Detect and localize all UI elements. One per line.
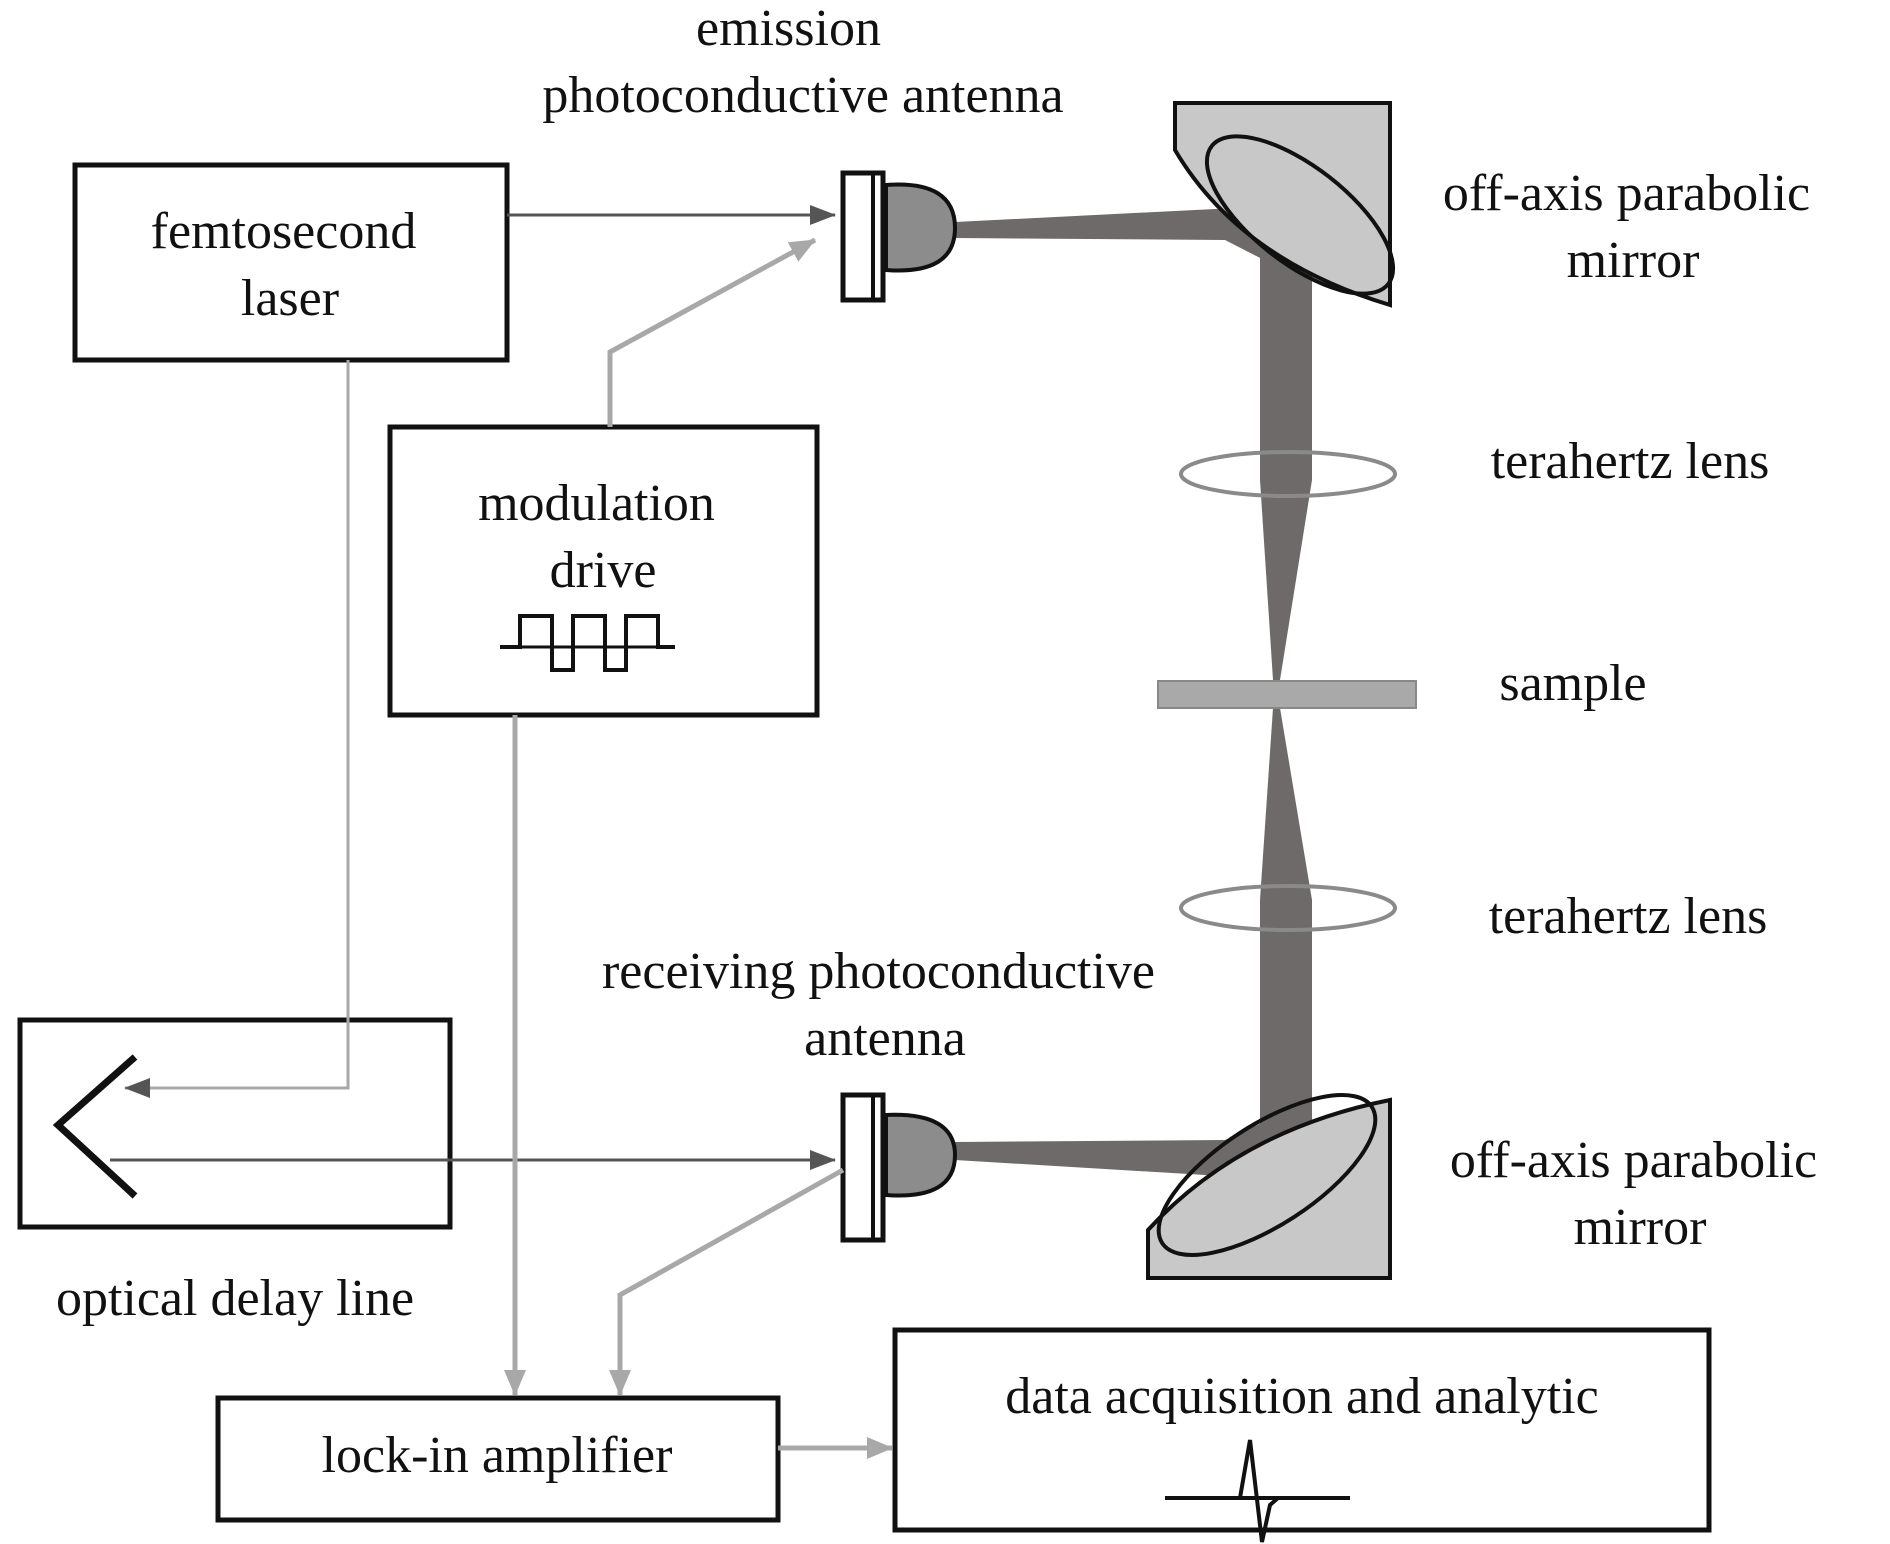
off-axis-mirror-bottom	[1146, 1093, 1392, 1280]
femtosecond-laser-box	[72, 162, 510, 363]
receiving-antenna-icon	[840, 1092, 958, 1243]
lock-in-amplifier-box	[215, 1395, 781, 1523]
femtosecond-laser-label: femtosecond laser	[151, 203, 430, 327]
receiving-antenna-label: receiving photoconductive antenna	[602, 943, 1168, 1067]
square-wave-icon	[500, 614, 675, 672]
sample-slab	[1157, 680, 1417, 709]
off-axis-mirror-bottom-label: off-axis parabolic mirror	[1450, 1132, 1830, 1256]
lock-in-amplifier-label: lock-in amplifier	[322, 1427, 673, 1484]
modulation-to-emission-line	[607, 237, 817, 427]
optical-delay-line-box	[17, 1017, 453, 1230]
thz-pulse-icon	[1165, 1439, 1350, 1543]
terahertz-lens-bottom	[1179, 884, 1397, 932]
retroreflector-icon	[52, 1054, 138, 1199]
terahertz-lens-top-label: terahertz lens	[1491, 433, 1770, 490]
laser-to-delay-beam	[124, 360, 350, 1098]
thz-beam-bottom-horizontal	[955, 1120, 1312, 1178]
terahertz-lens-bottom-label: terahertz lens	[1489, 888, 1768, 945]
thz-beam-top-vertical	[1260, 245, 1312, 680]
data-acquisition-label: data acquisition and analytic	[1005, 1368, 1598, 1425]
emission-antenna-icon	[840, 170, 958, 303]
off-axis-mirror-top	[1173, 101, 1396, 308]
optical-delay-line-label: optical delay line	[56, 1270, 414, 1327]
emission-antenna-label: emission photoconductive antenna	[542, 0, 1063, 124]
thz-beam-bottom-vertical	[1260, 708, 1312, 1140]
terahertz-lens-top	[1179, 450, 1397, 498]
thz-beam-top-horizontal	[955, 207, 1312, 262]
sample-label: sample	[1499, 655, 1646, 712]
modulation-drive-label: modulation drive	[478, 475, 728, 599]
off-axis-mirror-top-label: off-axis parabolic mirror	[1443, 165, 1823, 289]
receiving-to-lockin-line	[609, 1167, 845, 1396]
